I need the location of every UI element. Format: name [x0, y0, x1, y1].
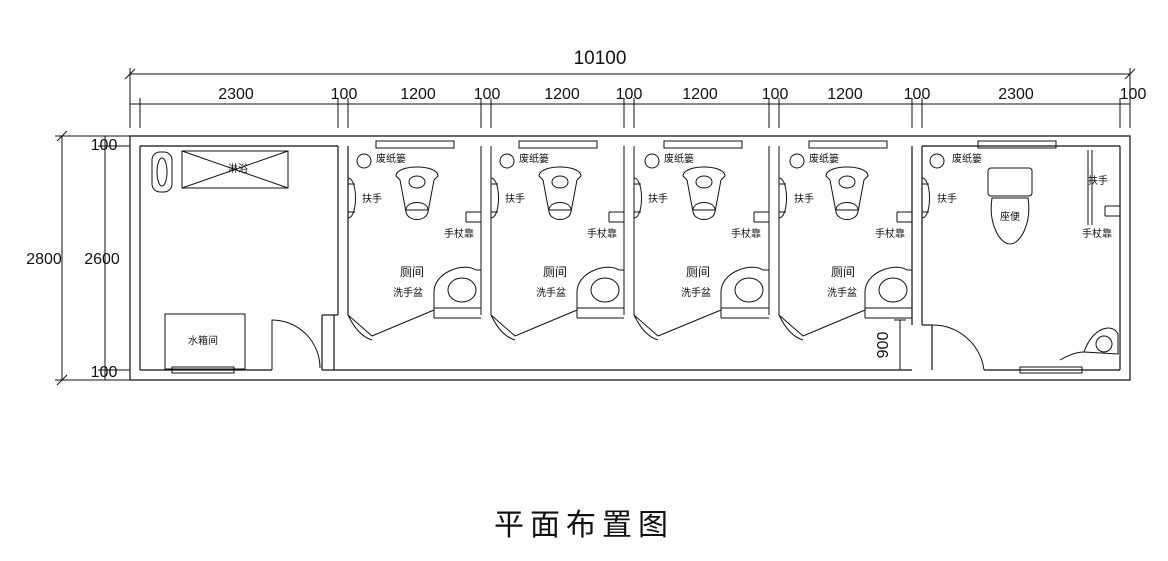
basin-label: 洗手盆 [536, 286, 566, 299]
height-inner-label: 2600 [84, 251, 120, 268]
basin-label: 洗手盆 [393, 286, 423, 299]
overall-width-label: 10100 [574, 48, 627, 69]
wall-top-label: 100 [91, 137, 118, 154]
toilet-stall [769, 141, 912, 340]
segment-label: 100 [616, 86, 643, 103]
basin-label: 洗手盆 [681, 286, 711, 299]
segment-label: 100 [1120, 86, 1147, 103]
stall-label: 厕间 [686, 265, 710, 279]
accessible-room [922, 141, 1120, 373]
segment-label: 100 [904, 86, 931, 103]
basin-label: 洗手盆 [827, 286, 857, 299]
cane-rest-label: 手杖靠 [1082, 227, 1112, 240]
cane-rest-label: 手杖靠 [444, 227, 474, 240]
tank-room-label: 水箱间 [188, 334, 218, 347]
segment-label: 2300 [998, 86, 1034, 103]
cane-rest-label: 手杖靠 [587, 227, 617, 240]
paper-bin-label: 废纸篓 [519, 152, 549, 165]
handrail-label: 扶手 [937, 192, 957, 205]
paper-bin-label: 废纸篓 [664, 152, 694, 165]
segment-label: 2300 [218, 86, 254, 103]
cane-rest-label: 手杖靠 [731, 227, 761, 240]
segment-label: 1200 [682, 86, 718, 103]
drawing-title: 平面布置图 [494, 508, 674, 543]
toilet-stall [348, 141, 481, 340]
utility-room [152, 151, 320, 373]
handrail-label: 扶手 [648, 192, 668, 205]
height-outer-label: 2800 [26, 251, 62, 268]
corridor-depth-label: 900 [875, 332, 892, 359]
handrail-label: 扶手 [362, 192, 382, 205]
stall-label: 厕间 [543, 265, 567, 279]
paper-bin-label: 废纸篓 [809, 152, 839, 165]
segment-label: 100 [762, 86, 789, 103]
wall-bottom-label: 100 [91, 364, 118, 381]
height-dimension [55, 131, 130, 385]
stall-label: 厕间 [831, 265, 855, 279]
toilet-seat-label: 座便 [1000, 210, 1020, 223]
toilet-stall [481, 141, 624, 340]
segment-label: 100 [331, 86, 358, 103]
stall-label: 厕间 [400, 265, 424, 279]
corridor-dimension [894, 320, 906, 370]
handrail-label: 扶手 [794, 192, 814, 205]
segment-label: 100 [474, 86, 501, 103]
toilet-stall [624, 141, 769, 340]
handrail-label: 扶手 [1088, 174, 1108, 187]
handrail-label: 扶手 [505, 192, 525, 205]
paper-bin-label: 废纸篓 [376, 152, 406, 165]
segment-label: 1200 [544, 86, 580, 103]
segment-label: 1200 [400, 86, 436, 103]
shower-label: 淋浴 [228, 162, 248, 175]
segment-label: 1200 [827, 86, 863, 103]
segment-dimension-line [130, 98, 1130, 128]
paper-bin-label: 废纸篓 [952, 152, 982, 165]
cane-rest-label: 手杖靠 [875, 227, 905, 240]
outer-wall [130, 136, 1130, 380]
